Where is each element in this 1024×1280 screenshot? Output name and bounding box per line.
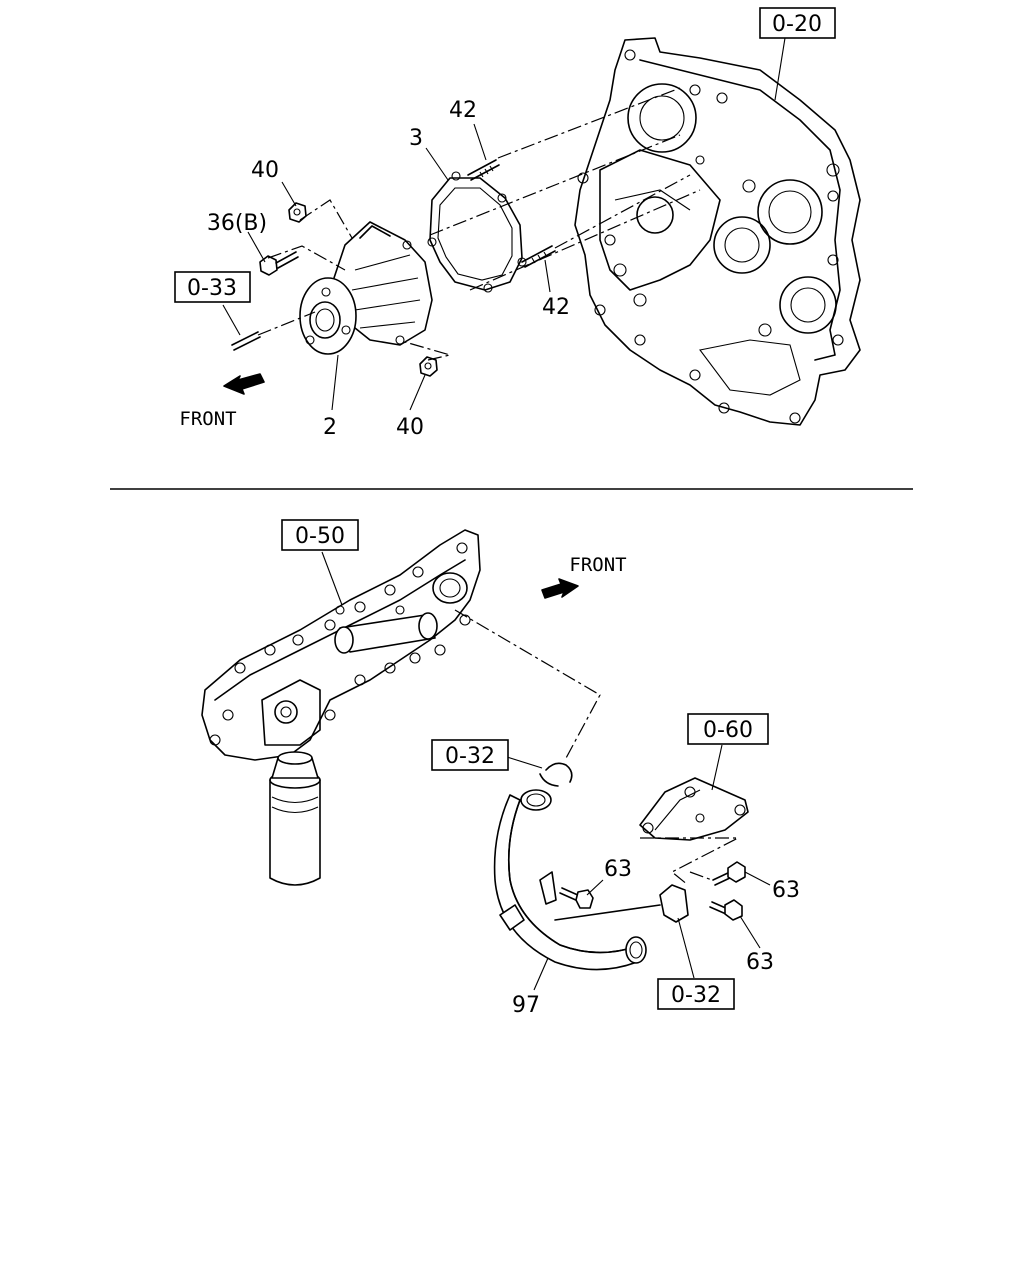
part-42-label-bottom: 42 — [542, 295, 570, 320]
part-40-label-top: 40 — [251, 158, 279, 183]
nut-40-top — [288, 202, 307, 223]
bolt-63-c — [709, 899, 743, 921]
stud-0-33 — [231, 331, 261, 351]
bolt-63-b — [712, 861, 746, 886]
part-2-label: 2 — [323, 415, 337, 440]
timing-gear-case — [574, 37, 861, 426]
oil-cooler-housing — [201, 529, 481, 761]
ref-box-0-32-b — [657, 978, 735, 1010]
part-63-label-b: 63 — [772, 878, 800, 903]
o-ring — [539, 762, 573, 787]
part-3-label: 3 — [409, 126, 423, 151]
front-label-bottom: FRONT — [569, 554, 626, 576]
gasket — [427, 171, 527, 293]
ref-box-0-20 — [759, 7, 836, 39]
stud-42-top — [467, 159, 500, 181]
oil-pipe-97 — [493, 789, 689, 971]
water-pump — [299, 221, 433, 355]
ref-0-33-label: 0-33 — [187, 276, 237, 301]
front-arrow-bottom — [541, 578, 579, 599]
front-label-top: FRONT — [179, 408, 236, 430]
ref-box-0-32-a — [431, 739, 509, 771]
part-40-label-bottom: 40 — [396, 415, 424, 440]
oil-filter — [269, 751, 321, 886]
nut-40-bottom — [419, 356, 438, 377]
part-36b-label: 36(B) — [207, 211, 267, 236]
bracket-0-60 — [639, 777, 749, 841]
part-97-label: 97 — [512, 993, 540, 1018]
stud-42-bottom — [521, 245, 556, 268]
ref-box-0-60 — [687, 713, 769, 745]
part-63-label-a: 63 — [604, 857, 632, 882]
ref-0-60-label: 0-60 — [703, 718, 753, 743]
ref-box-0-50 — [281, 519, 359, 551]
ref-box-0-33 — [174, 271, 251, 303]
part-63-label-c: 63 — [746, 950, 774, 975]
ref-0-32-label-a: 0-32 — [445, 744, 495, 769]
part-42-label-top: 42 — [449, 98, 477, 123]
ref-0-20-label: 0-20 — [772, 12, 822, 37]
bolt-36b — [259, 251, 299, 276]
ref-0-32-label-b: 0-32 — [671, 983, 721, 1008]
front-arrow-top — [223, 373, 265, 395]
ref-0-50-label: 0-50 — [295, 524, 345, 549]
bolt-63-a — [559, 887, 594, 909]
